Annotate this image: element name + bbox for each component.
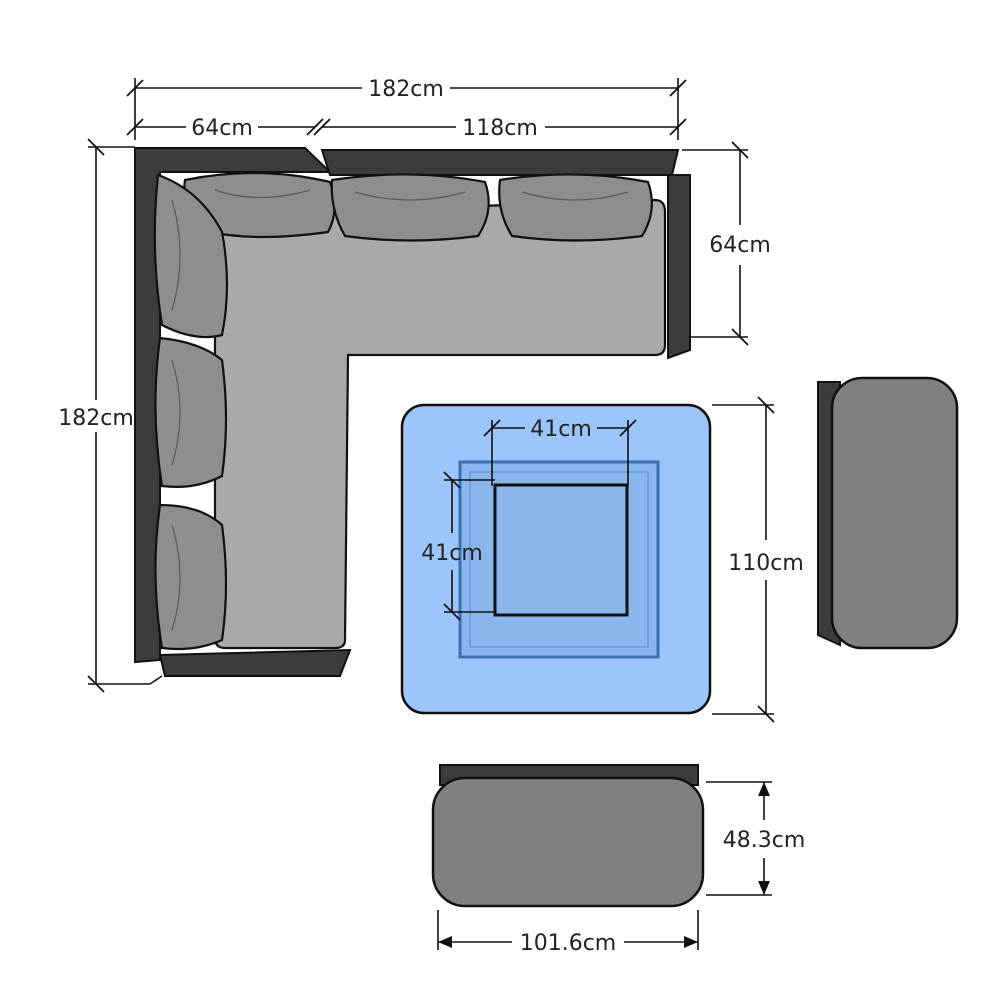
dim-sofa-depth-label: 64cm bbox=[709, 233, 771, 258]
coffee-table bbox=[400, 403, 712, 715]
dim-overall-depth: 182cm bbox=[58, 138, 163, 693]
sofa-left-frame bbox=[134, 147, 333, 664]
right-footstool-cushion bbox=[830, 376, 959, 650]
sofa-right-arm bbox=[667, 174, 691, 360]
sofa-back-frame bbox=[320, 149, 680, 176]
dim-footstool-depth-label: 48.3cm bbox=[723, 828, 806, 853]
dim-corner-width: 64cm bbox=[126, 116, 324, 141]
dim-overall-depth-label: 182cm bbox=[58, 406, 134, 431]
dim-footstool-depth: 48.3cm bbox=[706, 781, 806, 896]
right-footstool bbox=[817, 376, 959, 650]
dim-table-inner-depth-label: 41cm bbox=[421, 541, 483, 566]
dim-footstool-width-label: 101.6cm bbox=[520, 931, 617, 956]
dim-table-inner-depth: 41cm bbox=[421, 471, 495, 621]
dim-corner-width-label: 64cm bbox=[191, 116, 253, 141]
dim-overall-width: 182cm bbox=[126, 77, 687, 140]
table-center-panel bbox=[493, 483, 629, 617]
dim-sofa-depth: 64cm bbox=[682, 141, 771, 346]
bottom-footstool-cushion bbox=[431, 776, 705, 908]
dim-sofa-width-label: 118cm bbox=[462, 116, 538, 141]
dim-table-inner-width: 41cm bbox=[483, 417, 637, 486]
back-cushion-2 bbox=[330, 173, 490, 242]
dim-overall-width-label: 182cm bbox=[368, 77, 444, 102]
sofa-seat bbox=[213, 198, 667, 650]
dim-table-size-label: 110cm bbox=[728, 551, 804, 576]
corner-sofa bbox=[134, 147, 691, 677]
sofa-bottom-frame bbox=[158, 648, 352, 677]
table-inner-rim bbox=[469, 471, 649, 648]
dim-sofa-width: 118cm bbox=[313, 116, 687, 141]
side-cushion-2 bbox=[154, 336, 228, 488]
back-cushion-3 bbox=[498, 173, 653, 242]
dim-footstool-width: 101.6cm bbox=[437, 910, 699, 956]
side-cushion-1 bbox=[153, 173, 229, 339]
side-cushion-3 bbox=[154, 503, 228, 651]
dim-table-size: 110cm bbox=[712, 396, 804, 723]
bottom-footstool bbox=[431, 764, 705, 908]
dim-table-inner-width-label: 41cm bbox=[530, 417, 592, 442]
